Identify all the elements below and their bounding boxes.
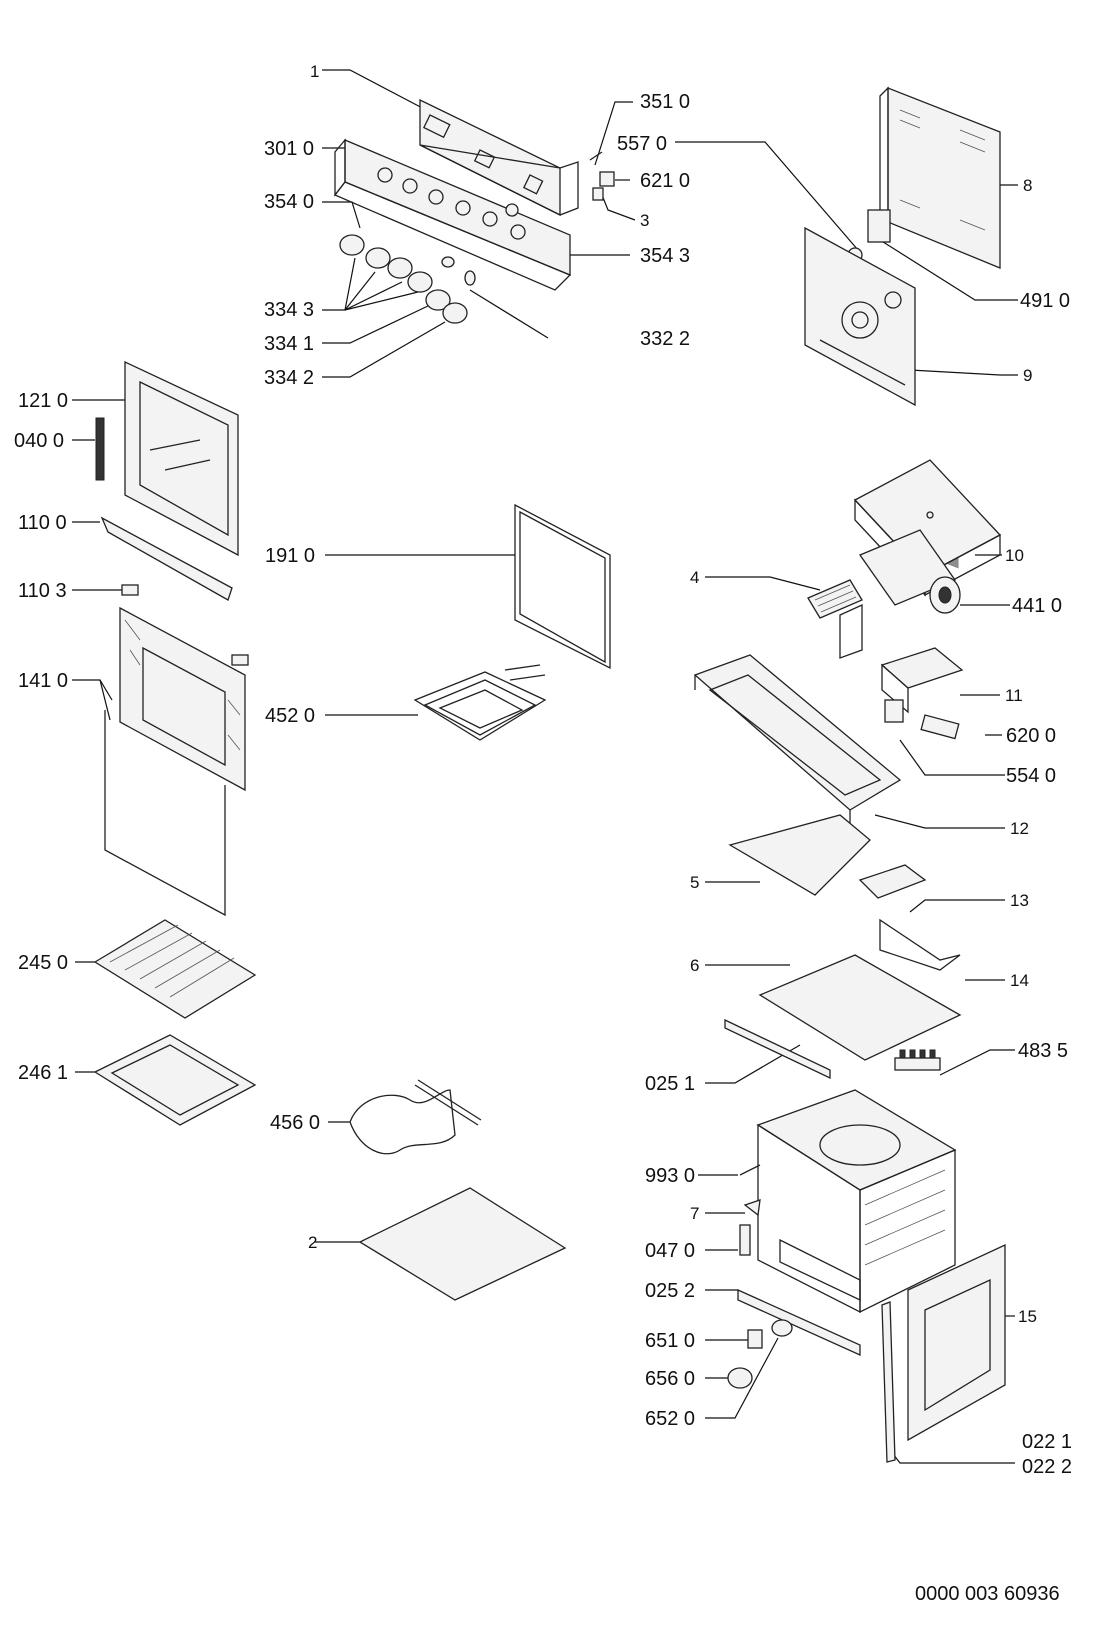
- callout-025-1: 025 1: [645, 1073, 695, 1095]
- document-id: 0000 003 60936: [915, 1583, 1060, 1605]
- terminal-thermostat-parts: [884, 699, 960, 740]
- callout-301-0: 301 0: [264, 138, 314, 160]
- callout-110-3: 110 3: [18, 580, 67, 602]
- plate-part: [728, 814, 871, 896]
- fan-shroud-part: [807, 579, 863, 659]
- side-rail-part: [881, 1301, 896, 1463]
- top-heating-element-part: [413, 664, 547, 741]
- callout-labels: 1 301 0 354 0 334 3 334 1 334 2 351 0 55…: [14, 62, 1072, 1478]
- leader-lines: [72, 69, 1018, 1464]
- baking-tray-part: [93, 1034, 257, 1126]
- oven-cavity-part: [756, 1089, 957, 1314]
- callout-651-0: 651 0: [645, 1330, 695, 1352]
- callout-11: 11: [1005, 686, 1023, 705]
- door-hinge-part: [95, 417, 105, 481]
- callout-621-0: 621 0: [640, 170, 690, 192]
- oven-gasket-part: [514, 503, 611, 670]
- callout-13: 13: [1010, 891, 1029, 910]
- callout-022-2: 022 2: [1022, 1456, 1072, 1478]
- callout-047-0: 047 0: [645, 1240, 695, 1262]
- callout-491-0: 491 0: [1020, 290, 1070, 312]
- door-handle-part: [100, 516, 233, 601]
- callout-040-0: 040 0: [14, 430, 64, 452]
- callout-3: 3: [640, 211, 649, 230]
- callout-7: 7: [690, 1204, 699, 1223]
- rail-lower-part: [737, 1288, 861, 1357]
- callout-557-0: 557 0: [617, 133, 667, 155]
- callout-452-0: 452 0: [265, 705, 315, 727]
- lamp-switch-parts: [589, 151, 615, 201]
- callout-620-0: 620 0: [1006, 725, 1056, 747]
- part-illustrations: [93, 86, 1006, 1463]
- callout-354-3: 354 3: [640, 245, 690, 267]
- terminal-block-part: [894, 1049, 941, 1071]
- callout-483-5: 483 5: [1018, 1040, 1068, 1062]
- callout-4: 4: [690, 568, 699, 587]
- callout-652-0: 652 0: [645, 1408, 695, 1430]
- callout-5: 5: [690, 873, 699, 892]
- callout-354-0: 354 0: [264, 191, 314, 213]
- bracket-part: [880, 647, 964, 714]
- callout-6: 6: [690, 956, 699, 975]
- callout-351-0: 351 0: [640, 91, 690, 113]
- callout-2: 2: [308, 1233, 317, 1252]
- cavity-top-sheet-part: [758, 954, 962, 1061]
- callout-332-2: 332 2: [640, 328, 690, 350]
- callout-441-0: 441 0: [1012, 595, 1062, 617]
- rail-upper-part: [724, 1018, 831, 1080]
- oven-lamp-parts: [727, 1319, 793, 1389]
- callout-10: 10: [1005, 546, 1024, 565]
- door-frame-part: [124, 360, 239, 557]
- callout-141-0: 141 0: [18, 670, 68, 692]
- switch-small-parts: [441, 203, 519, 286]
- callout-334-1: 334 1: [264, 333, 314, 355]
- callout-456-0: 456 0: [270, 1112, 320, 1134]
- callout-993-0: 993 0: [645, 1165, 695, 1187]
- callout-022-1: 022 1: [1022, 1431, 1072, 1453]
- callout-1: 1: [310, 62, 319, 81]
- callout-12: 12: [1010, 819, 1029, 838]
- callout-334-3: 334 3: [264, 299, 314, 321]
- cavity-front-frame-part: [907, 1243, 1006, 1442]
- cooling-fan-motor-part: [859, 529, 961, 614]
- bottom-heating-element-part: [349, 1079, 482, 1155]
- callout-554-0: 554 0: [1006, 765, 1056, 787]
- callout-191-0: 191 0: [265, 545, 315, 567]
- callout-121-0: 121 0: [18, 390, 68, 412]
- callout-9: 9: [1023, 366, 1032, 385]
- handle-end-caps-part: [121, 584, 249, 666]
- callout-656-0: 656 0: [645, 1368, 695, 1390]
- knobs-part: [339, 234, 468, 324]
- callout-025-2: 025 2: [645, 1280, 695, 1302]
- callout-15: 15: [1018, 1307, 1037, 1326]
- door-glass-part: [104, 606, 246, 917]
- callout-334-2: 334 2: [264, 367, 314, 389]
- wire-rack-part: [93, 919, 257, 1019]
- control-panel-fascia-part: [333, 138, 572, 291]
- bottom-cover-part: [358, 1187, 567, 1301]
- control-bracket-part: [419, 98, 579, 217]
- back-panel-part: [804, 226, 916, 407]
- callout-245-0: 245 0: [18, 952, 68, 974]
- cavity-fixing-parts: [739, 1164, 761, 1256]
- small-brackets-part: [858, 864, 961, 971]
- callout-246-1: 246 1: [18, 1062, 68, 1084]
- callout-14: 14: [1010, 971, 1029, 990]
- callout-8: 8: [1023, 176, 1032, 195]
- callout-110-0: 110 0: [18, 512, 67, 534]
- front-frame-part: [693, 654, 902, 825]
